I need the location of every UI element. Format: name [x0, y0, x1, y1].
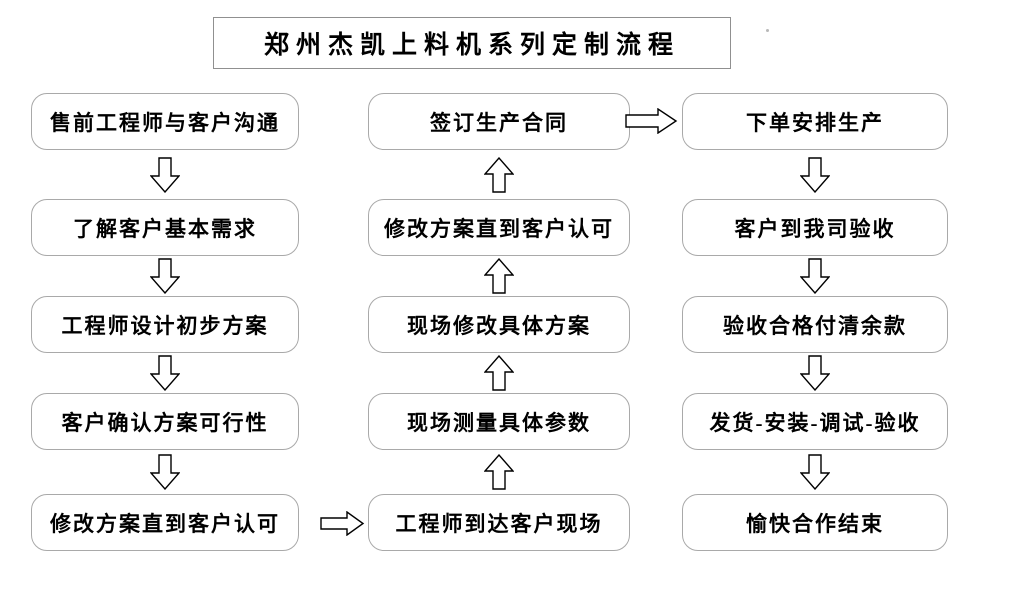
step-right-4-label: 发货-安装-调试-验收	[709, 410, 921, 435]
arrow-up-icon	[484, 454, 514, 490]
step-middle-5-label: 工程师到达客户现场	[395, 511, 603, 536]
step-middle-2: 修改方案直到客户认可	[368, 199, 630, 256]
arrow-down-icon	[800, 355, 830, 391]
step-left-3: 工程师设计初步方案	[31, 296, 299, 353]
step-middle-4: 现场测量具体参数	[368, 393, 630, 450]
step-middle-4-label: 现场测量具体参数	[407, 410, 591, 435]
step-right-1: 下单安排生产	[682, 93, 948, 150]
step-middle-1-label: 签订生产合同	[430, 110, 568, 135]
step-left-2: 了解客户基本需求	[31, 199, 299, 256]
arrow-up-icon	[484, 355, 514, 391]
step-left-5-label: 修改方案直到客户认可	[50, 511, 280, 536]
arrow-down-icon	[800, 258, 830, 294]
arrow-down-icon	[800, 454, 830, 490]
step-right-3: 验收合格付清余款	[682, 296, 948, 353]
diagram-title-box: 郑州杰凯上料机系列定制流程	[213, 17, 731, 69]
arrow-down-icon	[150, 355, 180, 391]
step-right-2-label: 客户到我司验收	[734, 216, 896, 241]
arrow-right-icon	[320, 511, 365, 536]
arrow-up-icon	[484, 258, 514, 294]
step-left-3-label: 工程师设计初步方案	[61, 313, 269, 338]
step-right-3-label: 验收合格付清余款	[723, 313, 907, 338]
step-right-4: 发货-安装-调试-验收	[682, 393, 948, 450]
step-middle-3-label: 现场修改具体方案	[407, 313, 591, 338]
step-middle-2-label: 修改方案直到客户认可	[384, 216, 614, 241]
step-left-1-label: 售前工程师与客户沟通	[50, 110, 280, 135]
arrow-down-icon	[150, 157, 180, 193]
arrow-up-icon	[484, 157, 514, 193]
step-right-1-label: 下单安排生产	[746, 110, 884, 135]
diagram-title: 郑州杰凯上料机系列定制流程	[263, 32, 680, 59]
step-right-5: 愉快合作结束	[682, 494, 948, 551]
step-middle-1: 签订生产合同	[368, 93, 630, 150]
arrow-down-icon	[150, 454, 180, 490]
step-left-4: 客户确认方案可行性	[31, 393, 299, 450]
step-left-4-label: 客户确认方案可行性	[61, 410, 269, 435]
step-left-1: 售前工程师与客户沟通	[31, 93, 299, 150]
step-middle-3: 现场修改具体方案	[368, 296, 630, 353]
stray-dot	[766, 29, 769, 32]
step-left-5: 修改方案直到客户认可	[31, 494, 299, 551]
arrow-down-icon	[800, 157, 830, 193]
step-middle-5: 工程师到达客户现场	[368, 494, 630, 551]
arrow-down-icon	[150, 258, 180, 294]
arrow-right-icon	[625, 108, 678, 134]
step-left-2-label: 了解客户基本需求	[73, 216, 257, 241]
step-right-5-label: 愉快合作结束	[746, 511, 884, 536]
step-right-2: 客户到我司验收	[682, 199, 948, 256]
